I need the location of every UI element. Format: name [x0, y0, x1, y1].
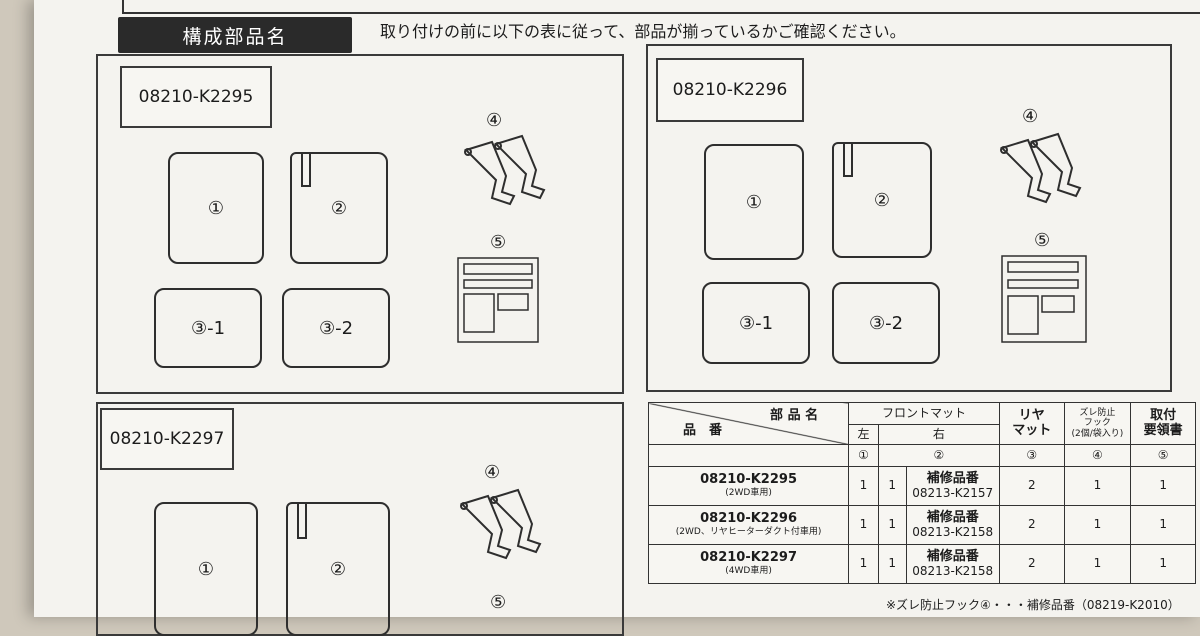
col-num-4: ④ — [1063, 444, 1132, 467]
hook-header: ズレ防止フック(2個/袋入り) — [1063, 402, 1132, 445]
top-frame-rule — [122, 0, 1200, 14]
kit-1-mat-2-notch — [301, 152, 311, 187]
kit-2-hook-label: ④ — [1022, 106, 1039, 127]
instructions-text: 取り付けの前に以下の表に従って、部品が揃っているかご確認ください。 — [380, 22, 906, 41]
kit-2-manual-label: ⑤ — [1034, 230, 1051, 251]
kit-3-hook-label: ④ — [484, 462, 501, 483]
kit-2-part-number: 08210-K2296 — [656, 58, 804, 122]
kit-1-manual-icon — [457, 257, 539, 343]
kit-1-mat-2-label: ② — [330, 197, 348, 219]
kit-1-mat-1-label: ① — [207, 197, 225, 219]
kit-1-mat-3-2: ③-2 — [282, 288, 390, 368]
col-num-3: ③ — [998, 444, 1065, 467]
kit-3-part-number: 08210-K2297 — [100, 408, 234, 470]
kit-2-manual-icon — [1001, 255, 1087, 343]
kit-2-mat-1: ① — [704, 144, 804, 260]
kit-3-manual-label: ⑤ — [490, 592, 507, 613]
kit-3-mat-2-notch — [297, 502, 307, 539]
part-name-label: 部 品 名 — [770, 407, 819, 423]
kit-1-manual-label: ⑤ — [490, 232, 507, 253]
section-title: 構成部品名 — [118, 17, 352, 53]
kit-panel-2 — [646, 44, 1172, 392]
kit-panel-1 — [96, 54, 624, 394]
kit-2-hook-icon — [1000, 132, 1082, 204]
kit-1-mat-3-2-label: ③-2 — [318, 317, 354, 339]
right-header: 右 — [877, 424, 1000, 445]
footnote: ※ズレ防止フック④・・・補修品番（08219-K2010） — [886, 598, 1180, 612]
part-number-label: 品 番 — [683, 422, 723, 438]
front-mat-header: フロントマット — [848, 402, 1000, 425]
kit-3-mat-2-label: ② — [329, 558, 347, 580]
kit-1-mat-3-1-label: ③-1 — [190, 317, 226, 339]
col-num-5: ⑤ — [1130, 444, 1196, 467]
kit-1-mat-1: ① — [168, 152, 264, 264]
kit-2-mat-3-2-label: ③-2 — [868, 312, 904, 334]
rear-mat-header: リヤマット — [998, 402, 1065, 445]
col-num-2: ② — [877, 444, 1000, 467]
document-sheet: 構成部品名 取り付けの前に以下の表に従って、部品が揃っているかご確認ください。 … — [34, 0, 1200, 636]
kit-1-hook-label: ④ — [486, 110, 503, 131]
parts-drawings — [297, 132, 1087, 560]
kit-2-mat-2-notch — [843, 142, 853, 177]
left-header: 左 — [848, 424, 879, 445]
kit-2-mat-2: ② — [832, 142, 932, 258]
table-corner-header: 部 品 名 品 番 — [647, 402, 850, 445]
kit-1-part-number: 08210-K2295 — [120, 66, 272, 128]
kit-2-mat-3-1: ③-1 — [702, 282, 810, 364]
kit-2-mat-1-label: ① — [745, 191, 763, 213]
parts-table: 部 品 名 品 番 フロントマット リヤマット ズレ防止フック(2個/袋入り) … — [647, 402, 1196, 584]
kit-1-hook-icon — [464, 134, 546, 206]
kit-2-mat-2-label: ② — [873, 189, 891, 211]
kit-1-mat-2: ② — [290, 152, 388, 264]
corner-bottom — [647, 444, 850, 467]
kit-2-mat-3-1-label: ③-1 — [738, 312, 774, 334]
kit-3-mat-1-label: ① — [197, 558, 215, 580]
manual-header: 取付要領書 — [1130, 402, 1196, 445]
kit-1-mat-3-1: ③-1 — [154, 288, 262, 368]
kit-3-hook-icon — [460, 488, 542, 560]
kit-2-mat-3-2: ③-2 — [832, 282, 940, 364]
col-num-1: ① — [848, 444, 879, 467]
